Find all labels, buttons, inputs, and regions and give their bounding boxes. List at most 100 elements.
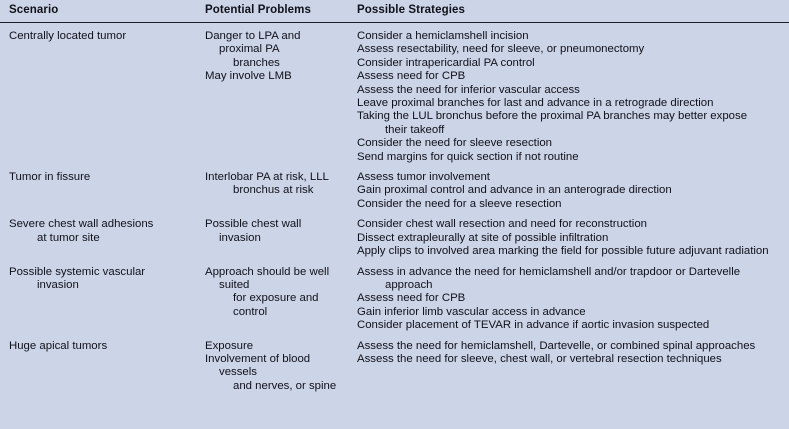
cell-line-text: Assess the need for hemiclamshell, Darte… — [357, 339, 756, 352]
cell-line: Gain inferior limb vascular access in ad… — [357, 306, 783, 319]
cell-line-text: Involvement of blood vessels — [205, 352, 311, 379]
column-header-potential-problems: Potential Problems — [196, 0, 348, 23]
cell-line: Consider the need for sleeve resection — [357, 137, 783, 150]
cell-content: Assess in advance the need for hemiclams… — [357, 266, 783, 333]
cell-line: Assess the need for sleeve, chest wall, … — [357, 353, 783, 366]
cell-line: Exposure — [205, 340, 342, 353]
cell-line: Centrally located tumor — [9, 30, 190, 43]
cell-line: Consider intrapericardial PA control — [357, 57, 783, 70]
cell-strategies: Assess in advance the need for hemiclams… — [348, 258, 789, 333]
cell-line: Send margins for quick section if not ro… — [357, 151, 783, 164]
cell-line: Assess tumor involvement — [357, 171, 783, 184]
cell-line: Leave proximal branches for last and adv… — [357, 97, 783, 110]
cell-line-text: Consider a hemiclamshell incision — [357, 30, 529, 42]
cell-line-text: Send margins for quick section if not ro… — [357, 150, 579, 163]
cell-line: Assess the need for hemiclamshell, Darte… — [357, 340, 783, 353]
cell-line-continuation: branches — [233, 56, 280, 69]
cell-line-text: Assess in advance the need for hemiclams… — [357, 265, 741, 278]
cell-line: Assess need for CPB — [357, 292, 783, 305]
header-row: Scenario Potential Problems Possible Str… — [0, 0, 789, 23]
cell-line-text: Exposure — [205, 339, 254, 352]
cell-line-text: Assess need for CPB — [357, 70, 466, 83]
cell-line-text: Dissect extrapleurally at site of possib… — [357, 231, 609, 244]
cell-content: Huge apical tumors — [9, 340, 190, 353]
cell-line-continuation: at tumor site — [37, 231, 100, 244]
cell-line: Dissect extrapleurally at site of possib… — [357, 232, 783, 245]
cell-line-text: Tumor in fissure — [9, 171, 91, 184]
cell-scenario: Tumor in fissure — [0, 164, 196, 212]
cell-line: Apply clips to involved area marking the… — [357, 245, 783, 258]
cell-content: Consider chest wall resection and need f… — [357, 218, 783, 258]
cell-scenario: Centrally located tumor — [0, 22, 196, 165]
cell-line: Gain proximal control and advance in an … — [357, 184, 783, 197]
cell-strategies: Assess the need for hemiclamshell, Darte… — [348, 332, 789, 394]
cell-line-text: Consider the need for sleeve resection — [357, 137, 553, 150]
cell-line-continuation: their takeoff — [385, 123, 445, 136]
cell-line-text: Apply clips to involved area marking the… — [357, 245, 769, 258]
cell-line-text: Approach should be well suited — [205, 265, 330, 291]
cell-line-text: Assess resectability, need for sleeve, o… — [357, 43, 645, 56]
column-header-possible-strategies: Possible Strategies — [348, 0, 789, 23]
cell-line-text: May involve LMB — [205, 70, 292, 83]
cell-line-text: Danger to LPA and proximal PA — [205, 30, 301, 56]
cell-line-text: Assess need for CPB — [357, 292, 466, 305]
cell-line-text: Assess tumor involvement — [357, 171, 490, 184]
cell-line-text: Gain proximal control and advance in an … — [357, 184, 672, 197]
cell-strategies: Consider chest wall resection and need f… — [348, 211, 789, 259]
cell-line: Assess need for CPB — [357, 70, 783, 83]
cell-line: Taking the LUL bronchus before the proxi… — [357, 110, 783, 137]
cell-line-text: Gain inferior limb vascular access in ad… — [357, 305, 586, 318]
cell-line: May involve LMB — [205, 70, 342, 83]
table-row: Centrally located tumor Danger to LPA and… — [0, 22, 789, 165]
cell-line-text: Consider intrapericardial PA control — [357, 56, 535, 69]
cell-line-continuation: invasion — [37, 278, 79, 291]
cell-line: Consider a hemiclamshell incision — [357, 30, 783, 43]
cell-line: Assess resectability, need for sleeve, o… — [357, 43, 783, 56]
cell-line-text: Leave proximal branches for last and adv… — [357, 97, 714, 110]
cell-line-continuation: approach — [385, 278, 433, 291]
cell-line-text: Severe chest wall adhesions — [9, 218, 154, 231]
cell-line: Assess in advance the need for hemiclams… — [357, 266, 783, 293]
cell-line-text: Consider the need for a sleeve resection — [357, 197, 562, 210]
cell-line-text: Assess the need for inferior vascular ac… — [357, 83, 580, 96]
cell-line: Consider chest wall resection and need f… — [357, 218, 783, 231]
cell-line-text: Possible chest wall invasion — [205, 218, 302, 244]
cell-scenario: Huge apical tumors — [0, 332, 196, 394]
column-header-scenario: Scenario — [0, 0, 196, 23]
cell-line: Tumor in fissure — [9, 171, 190, 184]
cell-line-continuation: for exposure and control — [233, 292, 319, 318]
cell-line-text: Consider placement of TEVAR in advance i… — [357, 319, 710, 332]
table-row: Tumor in fissure Interlobar PA at risk, L… — [0, 164, 789, 212]
cell-line: Consider placement of TEVAR in advance i… — [357, 319, 783, 332]
cell-line-text: Assess the need for sleeve, chest wall, … — [357, 352, 722, 365]
cell-content: Centrally located tumor — [9, 30, 190, 43]
cell-line-text: Consider chest wall resection and need f… — [357, 218, 647, 231]
table-body: Centrally located tumor Danger to LPA and… — [0, 22, 789, 394]
cell-problems: Possible chest wall invasion — [196, 211, 348, 259]
cell-line-text: Huge apical tumors — [9, 339, 108, 352]
cell-line: Possible chest wall invasion — [205, 218, 342, 245]
